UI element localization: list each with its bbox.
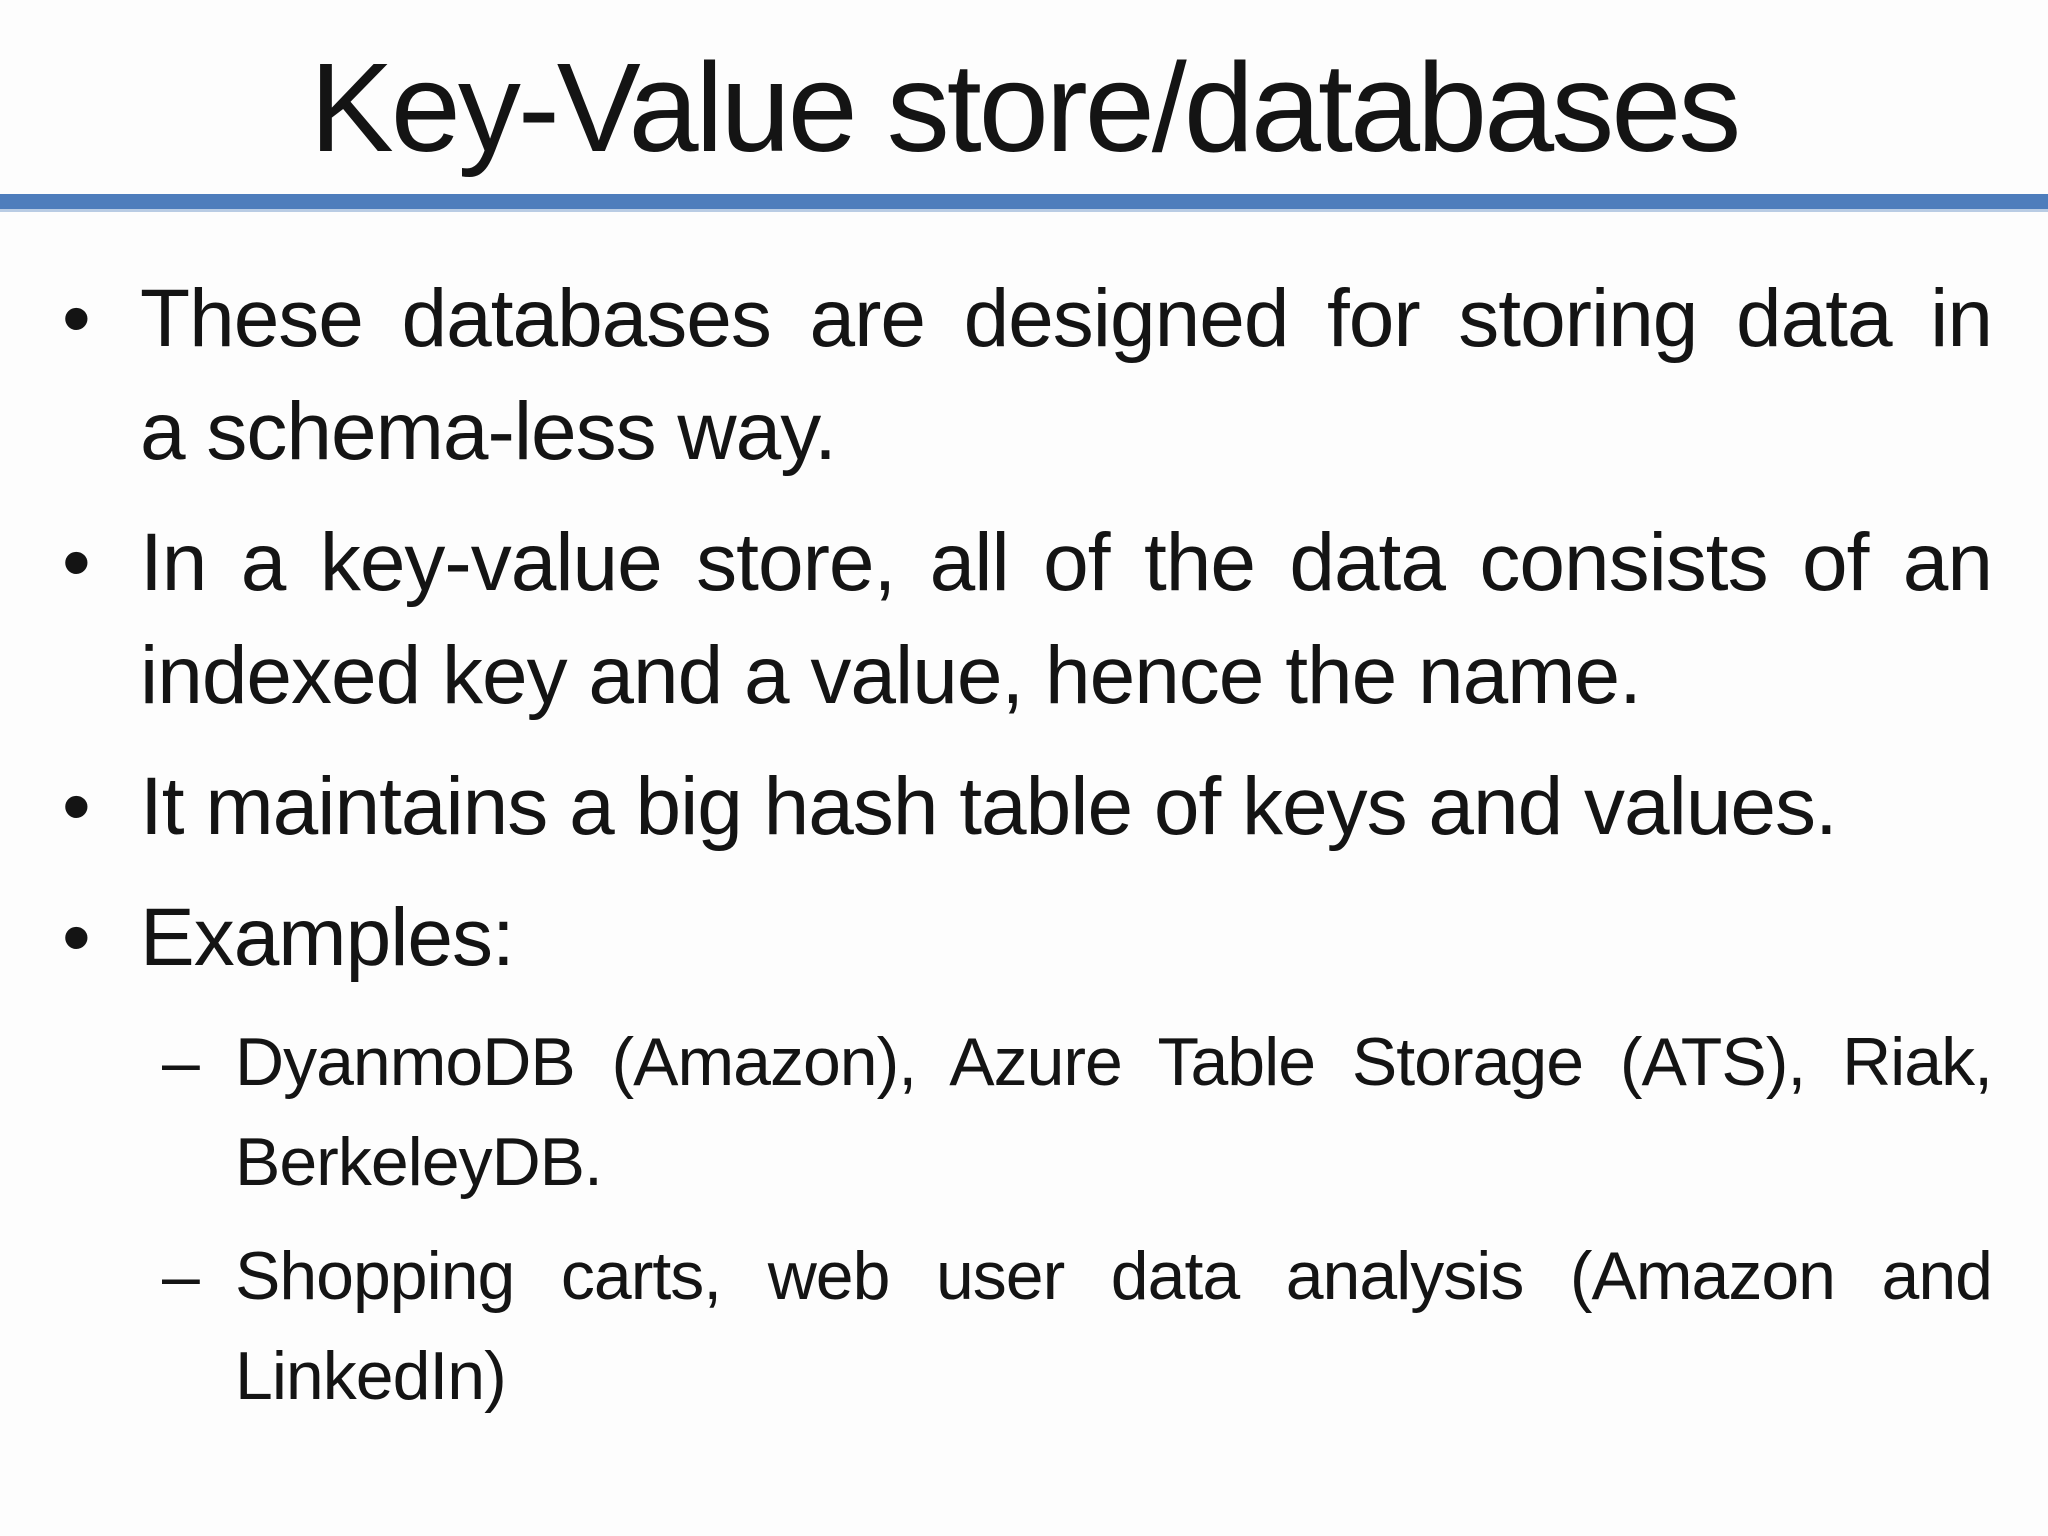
- bullet-text: DyanmoDB (Amazon), Azure Table Storage (…: [235, 1012, 1993, 1212]
- bullet-item: • These databases are designed for storin…: [62, 262, 1993, 488]
- bullet-list: • These databases are designed for storin…: [0, 262, 2048, 1426]
- bullet-text-line: It maintains a big hash table of keys an…: [140, 761, 1838, 852]
- bullet-item: • In a key-value store, all of the data c…: [62, 506, 1993, 732]
- bullet-marker: •: [62, 761, 91, 852]
- bullet-text-line: DyanmoDB (Amazon), Azure Table Storage (…: [235, 1024, 1993, 1100]
- bullet-text-line: In a key-value store, all of the data co…: [140, 517, 1993, 608]
- bullet-text: It maintains a big hash table of keys an…: [140, 750, 1992, 863]
- bullet-text-line: indexed key and a value, hence the name.: [140, 630, 1642, 721]
- bullet-marker: •: [62, 892, 91, 983]
- slide-title: Key-Value store/databases: [309, 37, 1742, 178]
- bullet-text: Shopping carts, web user data analysis (…: [235, 1226, 1993, 1426]
- bullet-text-line: Examples:: [140, 892, 515, 983]
- bullet-marker: •: [62, 517, 91, 608]
- bullet-text-line: LinkedIn): [235, 1338, 507, 1414]
- bullet-text-line: a schema-less way.: [140, 386, 837, 477]
- sub-bullet-item: –DyanmoDB (Amazon), Azure Table Storage …: [162, 1012, 1993, 1212]
- dash-marker: –: [162, 1238, 200, 1314]
- bullet-text: In a key-value store, all of the data co…: [140, 506, 1993, 732]
- bullet-item: • It maintains a big hash table of keys a…: [62, 750, 1992, 863]
- bullet-text-line: BerkeleyDB.: [235, 1124, 603, 1200]
- title-accent-divider: [0, 194, 2048, 212]
- bullet-marker: •: [62, 273, 91, 364]
- bullet-text: Examples:: [140, 881, 1992, 994]
- bullet-item: • Examples:: [62, 881, 1992, 994]
- bullet-text-line: Shopping carts, web user data analysis (…: [235, 1238, 1993, 1314]
- sub-bullet-item: –Shopping carts, web user data analysis …: [162, 1226, 1993, 1426]
- dash-marker: –: [162, 1024, 200, 1100]
- bullet-text: These databases are designed for storing…: [140, 262, 1993, 488]
- bullet-text-line: These databases are designed for storing…: [140, 273, 1993, 364]
